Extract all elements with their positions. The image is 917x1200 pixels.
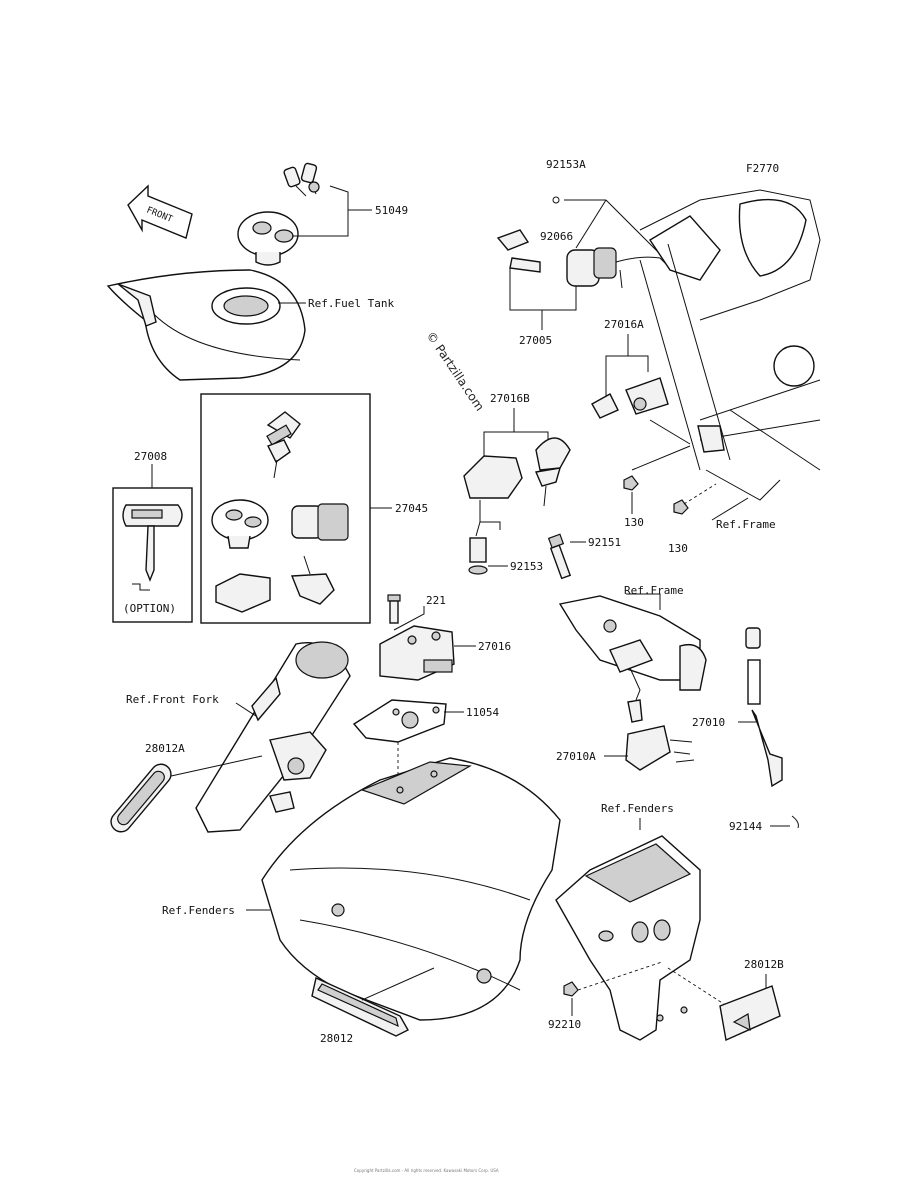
lock-bracket-27016 <box>379 625 455 681</box>
ref-frame-2[interactable]: Ref.Frame <box>624 584 684 597</box>
bolt-221 <box>387 594 401 624</box>
part-130b[interactable]: 130 <box>668 542 688 555</box>
switch-27010 <box>745 627 799 829</box>
part-27010A[interactable]: 27010A <box>556 750 596 763</box>
part-92210[interactable]: 92210 <box>548 1018 581 1031</box>
copyright-footer: Copyright Partzilla.com - All rights res… <box>354 1168 499 1173</box>
rear-fender <box>261 757 561 1021</box>
screw-92153 <box>468 537 488 575</box>
nut-130a <box>623 475 639 491</box>
part-51049[interactable]: 51049 <box>375 204 408 217</box>
part-27045[interactable]: 27045 <box>395 502 428 515</box>
ref-fenders-1[interactable]: Ref.Fenders <box>162 904 235 917</box>
plate-11054 <box>352 699 447 743</box>
part-27005[interactable]: 27005 <box>519 334 552 347</box>
part-92153A[interactable]: 92153A <box>546 158 586 171</box>
ignition-keys-51049 <box>283 162 320 197</box>
part-92153[interactable]: 92153 <box>510 560 543 573</box>
front-fork <box>195 641 351 833</box>
part-92066[interactable]: 92066 <box>540 230 573 243</box>
master-key-27008 <box>122 504 183 591</box>
nut-92210 <box>563 981 579 997</box>
lock-bracket-27016A <box>591 377 691 445</box>
ref-front-fork[interactable]: Ref.Front Fork <box>126 693 219 706</box>
rear-fender-mount <box>555 835 701 1041</box>
part-11054[interactable]: 11054 <box>466 706 499 719</box>
reflector-28012 <box>311 977 409 1037</box>
fuel-cap-51049 <box>237 211 299 266</box>
option-note: (OPTION) <box>123 602 176 615</box>
part-27008[interactable]: 27008 <box>134 450 167 463</box>
lock-bracket-27016B <box>463 437 571 507</box>
ref-fuel-tank[interactable]: Ref.Fuel Tank <box>308 297 394 310</box>
reflector-28012B <box>719 985 781 1042</box>
diagram-code: F2770 <box>746 162 779 175</box>
part-27016A[interactable]: 27016A <box>604 318 644 331</box>
part-92151[interactable]: 92151 <box>588 536 621 549</box>
fuel-tank <box>106 269 306 381</box>
front-arrow-icon: FRONT <box>127 184 193 239</box>
reflector-28012A <box>110 763 172 833</box>
watermark: © Partzilla.com <box>424 329 487 414</box>
ref-frame-1[interactable]: Ref.Frame <box>716 518 776 531</box>
part-27010[interactable]: 27010 <box>692 716 725 729</box>
part-27016B[interactable]: 27016B <box>490 392 530 405</box>
lock-set-contents <box>211 411 349 613</box>
nut-130b <box>673 499 689 515</box>
bolt-92151 <box>547 533 572 580</box>
part-27016[interactable]: 27016 <box>478 640 511 653</box>
frame-mount <box>558 595 707 691</box>
frame-section <box>639 189 821 501</box>
part-28012B[interactable]: 28012B <box>744 958 784 971</box>
part-28012[interactable]: 28012 <box>320 1032 353 1045</box>
part-92144[interactable]: 92144 <box>729 820 762 833</box>
part-28012A[interactable]: 28012A <box>145 742 185 755</box>
ignition-switch-27005 <box>496 229 667 289</box>
part-130a[interactable]: 130 <box>624 516 644 529</box>
switch-27010A <box>625 667 695 771</box>
ref-fenders-2[interactable]: Ref.Fenders <box>601 802 674 815</box>
part-221[interactable]: 221 <box>426 594 446 607</box>
